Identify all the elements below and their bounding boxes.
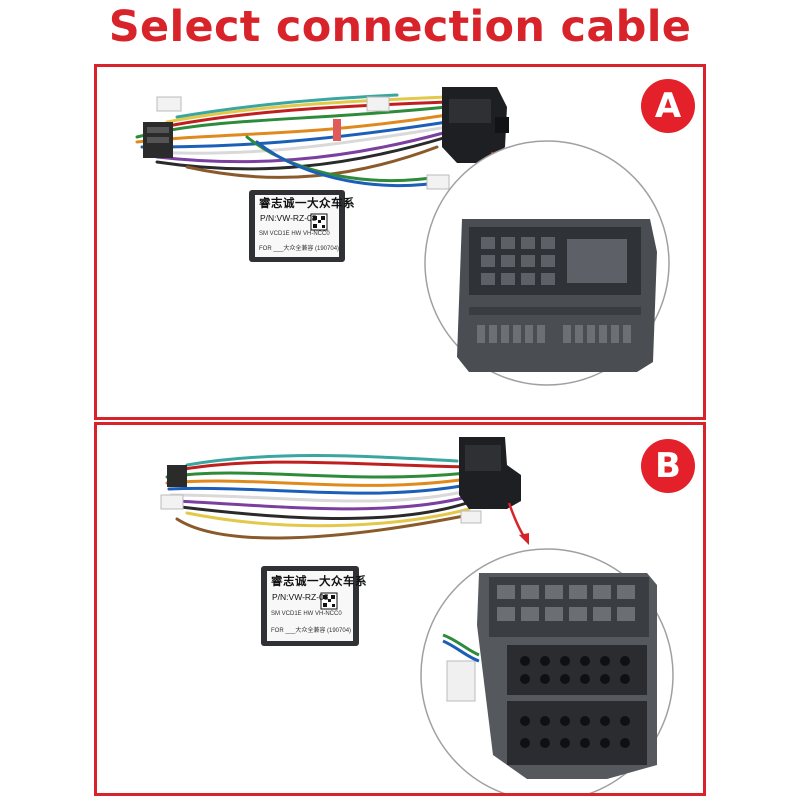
module-a-line1: SM VCD1E HW VH-NCC0	[259, 231, 330, 237]
page-title: Select connection cable	[108, 2, 692, 52]
module-a-title: 睿志诚一大众车系	[259, 198, 355, 210]
option-panel-b[interactable]: B 睿志诚一大众车系 P/N:VW-RZ-08 SM VCD1E HW VH-N…	[94, 422, 706, 796]
cable-a-illustration	[135, 87, 670, 386]
module-b-line2: FOR ___大众全兼容 (190704)	[271, 628, 352, 634]
module-a-line2: FOR ___大众全兼容 (190704)	[259, 246, 340, 252]
module-b-line1: SM VCD1E HW VH-NCC0	[271, 611, 342, 617]
module-b-pn: P/N:VW-RZ-08	[272, 592, 329, 602]
option-badge-b[interactable]: B	[641, 439, 695, 493]
module-a-pn: P/N:VW-RZ-08	[260, 213, 317, 223]
cable-b-illustration	[160, 437, 674, 793]
module-b-title: 睿志诚一大众车系	[271, 576, 367, 588]
option-badge-a[interactable]: A	[641, 79, 695, 133]
option-panel-a[interactable]: A 睿志诚一大众车系 P/N:VW-RZ-08 SM VCD1E HW VH-N…	[94, 64, 706, 420]
